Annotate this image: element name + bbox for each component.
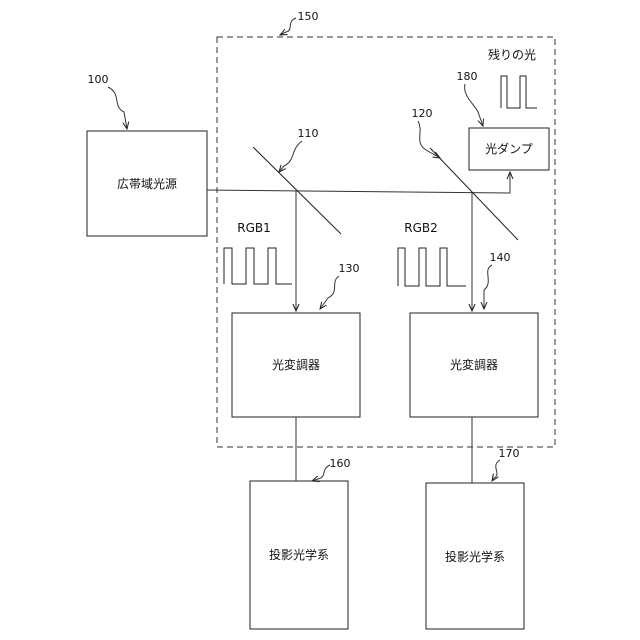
projection-2-label: 投影光学系 (445, 549, 505, 564)
ref-180: 180 (457, 70, 478, 83)
leader-140 (484, 265, 492, 309)
modulator-2-label: 光変調器 (450, 357, 498, 372)
remaining-light-label: 残りの光 (488, 48, 536, 62)
rgb1-pulse-waveform (224, 248, 292, 284)
leader-110 (279, 141, 302, 172)
ref-150: 150 (298, 10, 319, 23)
light-dump-label: 光ダンプ (485, 141, 533, 156)
ref-100: 100 (88, 73, 109, 86)
ref-130: 130 (339, 262, 360, 275)
rgb2-pulse-waveform (398, 248, 466, 286)
ref-170: 170 (499, 447, 520, 460)
leader-170 (492, 460, 500, 481)
projection-1-label: 投影光学系 (269, 547, 329, 562)
leader-100 (108, 87, 127, 129)
rgb2-label: RGB2 (404, 221, 438, 235)
leader-180 (465, 84, 483, 126)
leader-160 (312, 465, 330, 481)
leader-130 (320, 276, 339, 309)
broadband-source-label: 広帯域光源 (117, 177, 177, 191)
leader-120 (418, 121, 440, 158)
modulator-1-label: 光変調器 (272, 357, 320, 372)
leader-150 (280, 18, 296, 35)
ref-140: 140 (490, 251, 511, 264)
remaining-light-waveform (501, 76, 537, 108)
ref-160: 160 (330, 457, 351, 470)
light-path-to-dump (207, 172, 510, 193)
ref-120: 120 (412, 107, 433, 120)
rgb1-label: RGB1 (237, 221, 271, 235)
ref-110: 110 (298, 127, 319, 140)
